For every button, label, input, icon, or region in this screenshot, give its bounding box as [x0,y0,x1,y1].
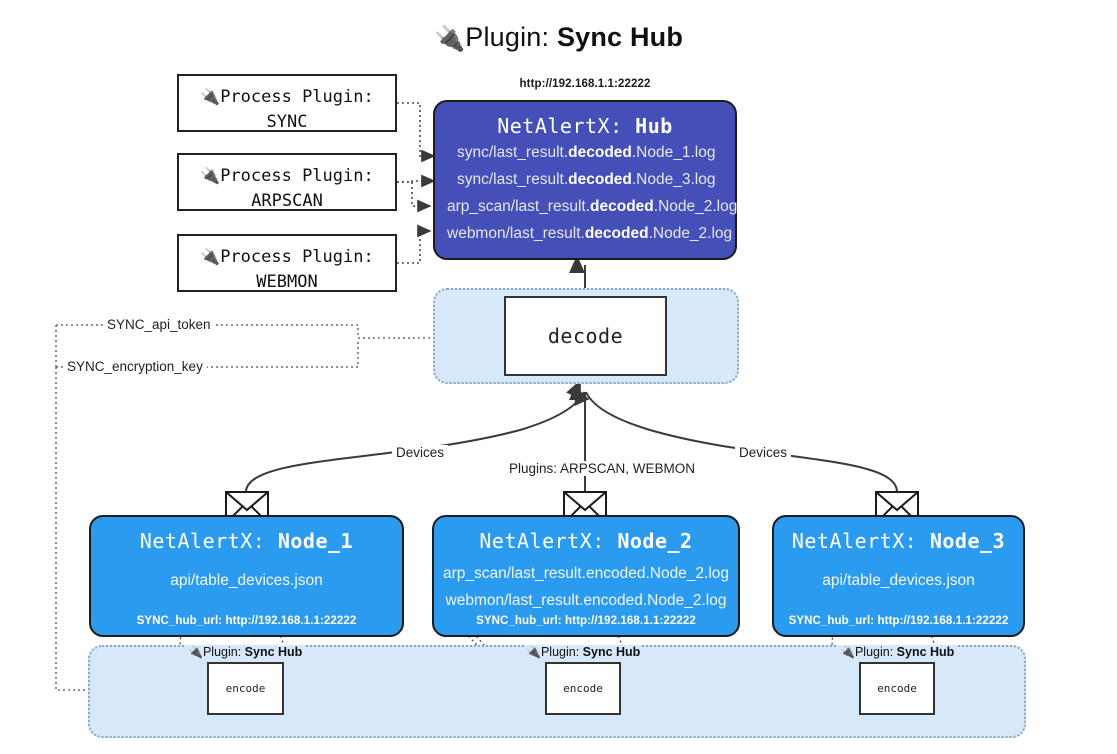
hub-title-prefix: NetAlertX: [497,114,636,138]
process-plugin-arpscan-name: ARPSCAN [251,191,323,211]
hub-url-label: http://192.168.1.1:22222 [519,78,651,90]
hub-title: NetAlertX: Hub [435,114,735,138]
process-plugin-sync-name: SYNC [266,112,308,132]
node-1-hub-url: SYNC_hub_url: http://192.168.1.1:22222 [136,615,357,627]
process-plugin-arpscan[interactable]: 🔌Process Plugin: ARPSCAN [177,153,397,211]
encode-box-node-1[interactable]: encode [207,662,284,715]
plug-icon: 🔌 [840,645,855,659]
process-plugin-sync[interactable]: 🔌Process Plugin: SYNC [177,74,397,132]
process-plugin-sync-title: Process Plugin: [220,87,374,107]
plug-icon: 🔌 [433,25,466,53]
page-title: 🔌Plugin: Sync Hub [0,17,1117,59]
process-plugin-arpscan-line1: 🔌Process Plugin: [179,163,395,189]
process-plugin-webmon[interactable]: 🔌Process Plugin: WEBMON [177,234,397,292]
node-1-title: NetAlertX: Node_1 [139,529,354,553]
decode-box[interactable]: decode [504,296,667,376]
node-box-node-1[interactable]: NetAlertX: Node_1 api/table_devices.json… [89,515,404,637]
hub-node[interactable]: NetAlertX: Hub sync/last_result.decoded.… [433,100,737,260]
page-title-name: Sync Hub [556,22,684,52]
node-box-node-3[interactable]: NetAlertX: Node_3 api/table_devices.json… [772,515,1025,637]
encode-box-node-3[interactable]: encode [859,662,935,715]
node-1-row: api/table_devices.json [170,572,323,589]
edge-label-plugins-center: Plugins: ARPSCAN, WEBMON [505,461,700,476]
secret-label-encryption-key: SYNC_encryption_key [63,359,207,374]
node-3-hub-url: SYNC_hub_url: http://192.168.1.1:22222 [788,615,1009,627]
encoder-3-plugin-label: 🔌Plugin: Sync Hub [838,645,957,659]
encoder-2-plugin-label: 🔌Plugin: Sync Hub [524,645,643,659]
process-plugin-webmon-name: WEBMON [256,272,318,292]
node-1-name: Node_1 [277,529,354,553]
node-box-node-2[interactable]: NetAlertX: Node_2 arp_scan/last_result.e… [432,515,740,637]
process-plugin-webmon-line1: 🔌Process Plugin: [179,244,395,270]
node-3-row: api/table_devices.json [822,572,975,589]
node-2-row: arp_scan/last_result.encoded.Node_2.log [442,565,730,582]
hub-log-row: webmon/last_result.decoded.Node_2.log [447,225,733,242]
page-title-prefix: Plugin: [465,22,557,52]
hub-title-name: Hub [635,114,673,138]
secret-label-api-token: SYNC_api_token [103,317,215,332]
node-3-name: Node_3 [929,529,1006,553]
encoder-1-plugin-label: 🔌Plugin: Sync Hub [186,645,305,659]
node-2-row: webmon/last_result.encoded.Node_2.log [445,592,727,609]
plug-icon: 🔌 [200,166,221,185]
encode-box-node-2[interactable]: encode [545,662,621,715]
edge-label-devices-right: Devices [735,445,792,460]
plug-icon: 🔌 [526,645,541,659]
hub-log-row: sync/last_result.decoded.Node_1.log [457,144,716,161]
node-2-name: Node_2 [617,529,693,553]
plug-icon: 🔌 [188,645,203,659]
process-plugin-sync-line1: 🔌Process Plugin: [179,84,395,110]
node-2-hub-url: SYNC_hub_url: http://192.168.1.1:22222 [476,615,696,627]
process-plugin-webmon-title: Process Plugin: [220,247,374,267]
node-2-title: NetAlertX: Node_2 [479,529,693,553]
hub-log-row: arp_scan/last_result.decoded.Node_2.log [447,198,738,215]
edge-label-devices-left: Devices [392,445,449,460]
node-3-title: NetAlertX: Node_3 [791,529,1006,553]
process-plugin-arpscan-title: Process Plugin: [220,166,374,186]
plug-icon: 🔌 [200,247,221,266]
plug-icon: 🔌 [200,87,221,106]
hub-log-row: sync/last_result.decoded.Node_3.log [457,171,716,188]
